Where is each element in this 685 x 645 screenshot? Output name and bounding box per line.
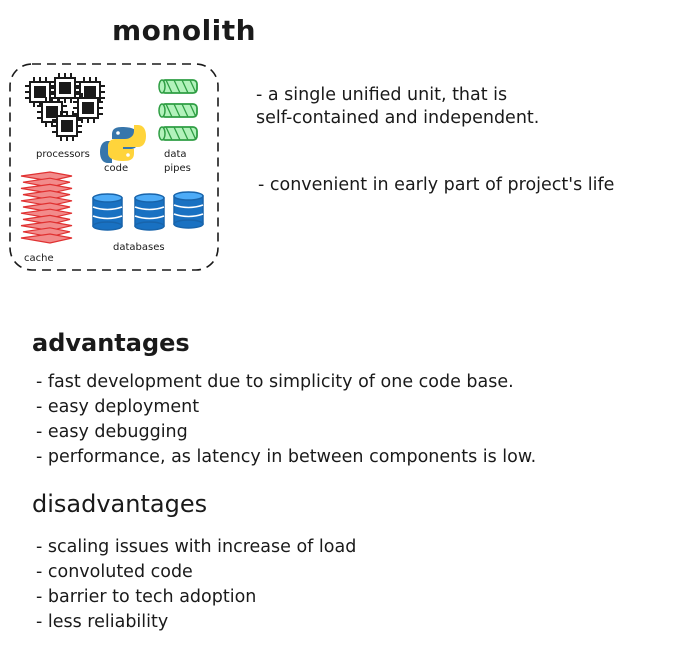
advantages-list: - fast development due to simplicity of …	[36, 370, 536, 470]
description-line-1b: self-contained and independent.	[256, 108, 540, 128]
python-logo-icon	[100, 125, 146, 163]
list-item: - fast development due to simplicity of …	[36, 372, 514, 392]
cache-stack-icon	[20, 171, 73, 244]
data-label: data	[164, 149, 187, 160]
cache-label: cache	[24, 253, 54, 264]
databases-label: databases	[113, 242, 165, 253]
list-item: - scaling issues with increase of load	[36, 537, 357, 557]
code-label: code	[104, 163, 128, 174]
processor-chip-icon	[25, 72, 106, 142]
page-title: monolith	[112, 14, 257, 47]
disadvantages-list: - scaling issues with increase of load -…	[36, 535, 356, 635]
description-line-1: - a single unified unit, that is	[256, 85, 508, 105]
monolith-boundary	[9, 63, 219, 271]
list-item: - performance, as latency in between com…	[36, 447, 537, 467]
description-line-2: - convenient in early part of project's …	[258, 175, 615, 195]
list-item: - barrier to tech adoption	[36, 587, 257, 607]
list-item: - convoluted code	[36, 562, 193, 582]
cache-sheet	[20, 233, 73, 244]
list-item: - easy deployment	[36, 397, 200, 417]
data-pipe-icon	[158, 79, 198, 141]
list-item: - less reliability	[36, 612, 169, 632]
processors-label: processors	[36, 149, 90, 160]
pipes-label: pipes	[164, 163, 191, 174]
advantages-heading: advantages	[32, 329, 190, 357]
disadvantages-heading: disadvantages	[32, 490, 208, 518]
database-cylinder-icon	[92, 191, 204, 231]
list-item: - easy debugging	[36, 422, 188, 442]
